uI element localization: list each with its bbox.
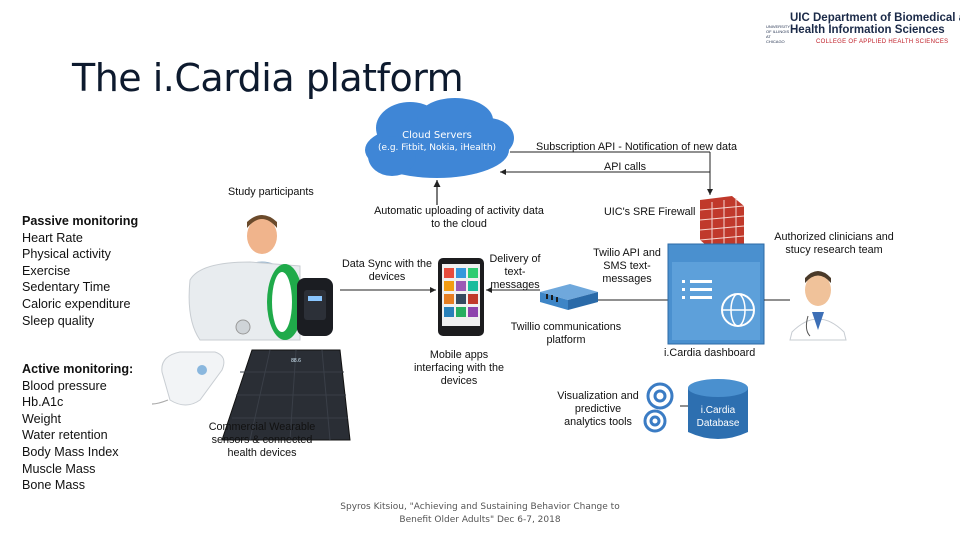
active-item: Water retention (22, 428, 108, 443)
logo-left-text: UNIVERSITY OF ILLINOIS AT CHICAGO (766, 24, 790, 44)
fitness-tracker-icon (297, 278, 333, 336)
api-calls-label: API calls (604, 161, 647, 173)
cloud-label-line2: (e.g. Fitbit, Nokia, iHealth) (377, 143, 497, 153)
passive-item: Exercise (22, 263, 71, 278)
cloud-label: Cloud Servers (e.g. Fitbit, Nokia, iHeal… (368, 129, 506, 155)
dashboard-icon (667, 243, 765, 345)
auto-upload-label: Automatic uploading of activity data to … (374, 205, 544, 230)
twilio-api-label: Twilio API and SMS text-messages (593, 247, 661, 285)
page-title: The i.Cardia platform (72, 56, 464, 100)
footer-citation: Spyros Kitsiou, "Achieving and Sustainin… (320, 501, 640, 527)
smart-scale-icon: 88.6 (221, 349, 351, 441)
logo-sub: COLLEGE OF APPLIED HEALTH SCIENCES (816, 39, 949, 45)
data-sync-label: Data Sync with the devices (341, 258, 433, 283)
clinicians-label: Authorized clinicians and stucy research… (774, 231, 894, 256)
scale-display: 88.6 (291, 358, 301, 364)
mobile-apps-label: Mobile apps interfacing with the devices (413, 349, 505, 387)
passive-item: Sleep quality (22, 313, 95, 328)
logo-line1: UIC Department of Biomedical and (790, 12, 960, 24)
commercial-devices-label: Commercial Wearable sensors & connected … (208, 421, 316, 459)
passive-item: Sedentary Time (22, 280, 111, 295)
active-heading: Active monitoring: (22, 362, 134, 376)
twilio-server-icon (540, 284, 598, 310)
footer-line2: Benefit Older Adults" Dec 6-7, 2018 (399, 515, 561, 525)
passive-item: Caloric expenditure (22, 296, 131, 311)
passive-item: Heart Rate (22, 230, 83, 245)
active-item: Weight (22, 411, 61, 426)
active-item: Bone Mass (22, 478, 85, 493)
active-item: Blood pressure (22, 378, 107, 393)
active-item: Body Mass Index (22, 444, 119, 459)
delivery-label: Delivery of text-messages (489, 253, 541, 291)
bp-cuff-icon (188, 261, 303, 341)
firewall-icon (699, 196, 745, 250)
cloud-label-line1: Cloud Servers (402, 130, 472, 141)
active-monitoring-list: Active monitoring: Blood pressure Hb.A1c… (22, 361, 133, 494)
twilio-platform-label: Twillio communications platform (510, 321, 622, 346)
thermometer-icon (151, 351, 225, 406)
passive-item: Physical activity (22, 247, 111, 262)
passive-monitoring-list: Passive monitoring Heart Rate Physical a… (22, 213, 138, 329)
uic-logo: UNIVERSITY OF ILLINOIS AT CHICAGO UIC De… (766, 10, 960, 50)
firewall-label: UIC's SRE Firewall (604, 206, 696, 218)
study-participants-label: Study participants (228, 186, 314, 198)
smartphone-icon (438, 258, 484, 336)
footer-line1: Spyros Kitsiou, "Achieving and Sustainin… (340, 502, 620, 512)
passive-heading: Passive monitoring (22, 214, 139, 228)
doctor-icon (789, 271, 847, 341)
gears-icon (643, 382, 674, 433)
database-label: i.Cardia Database (696, 405, 740, 429)
active-item: Muscle Mass (22, 461, 96, 476)
dashboard-label: i.Cardia dashboard (664, 347, 756, 359)
subscription-api-label: Subscription API - Notification of new d… (536, 141, 738, 153)
visualization-label: Visualization and predictive analytics t… (557, 390, 639, 428)
cloud-icon (365, 98, 514, 178)
database-icon (688, 379, 748, 439)
logo-line2: Health Information Sciences (790, 24, 945, 36)
active-item: Hb.A1c (22, 395, 64, 410)
